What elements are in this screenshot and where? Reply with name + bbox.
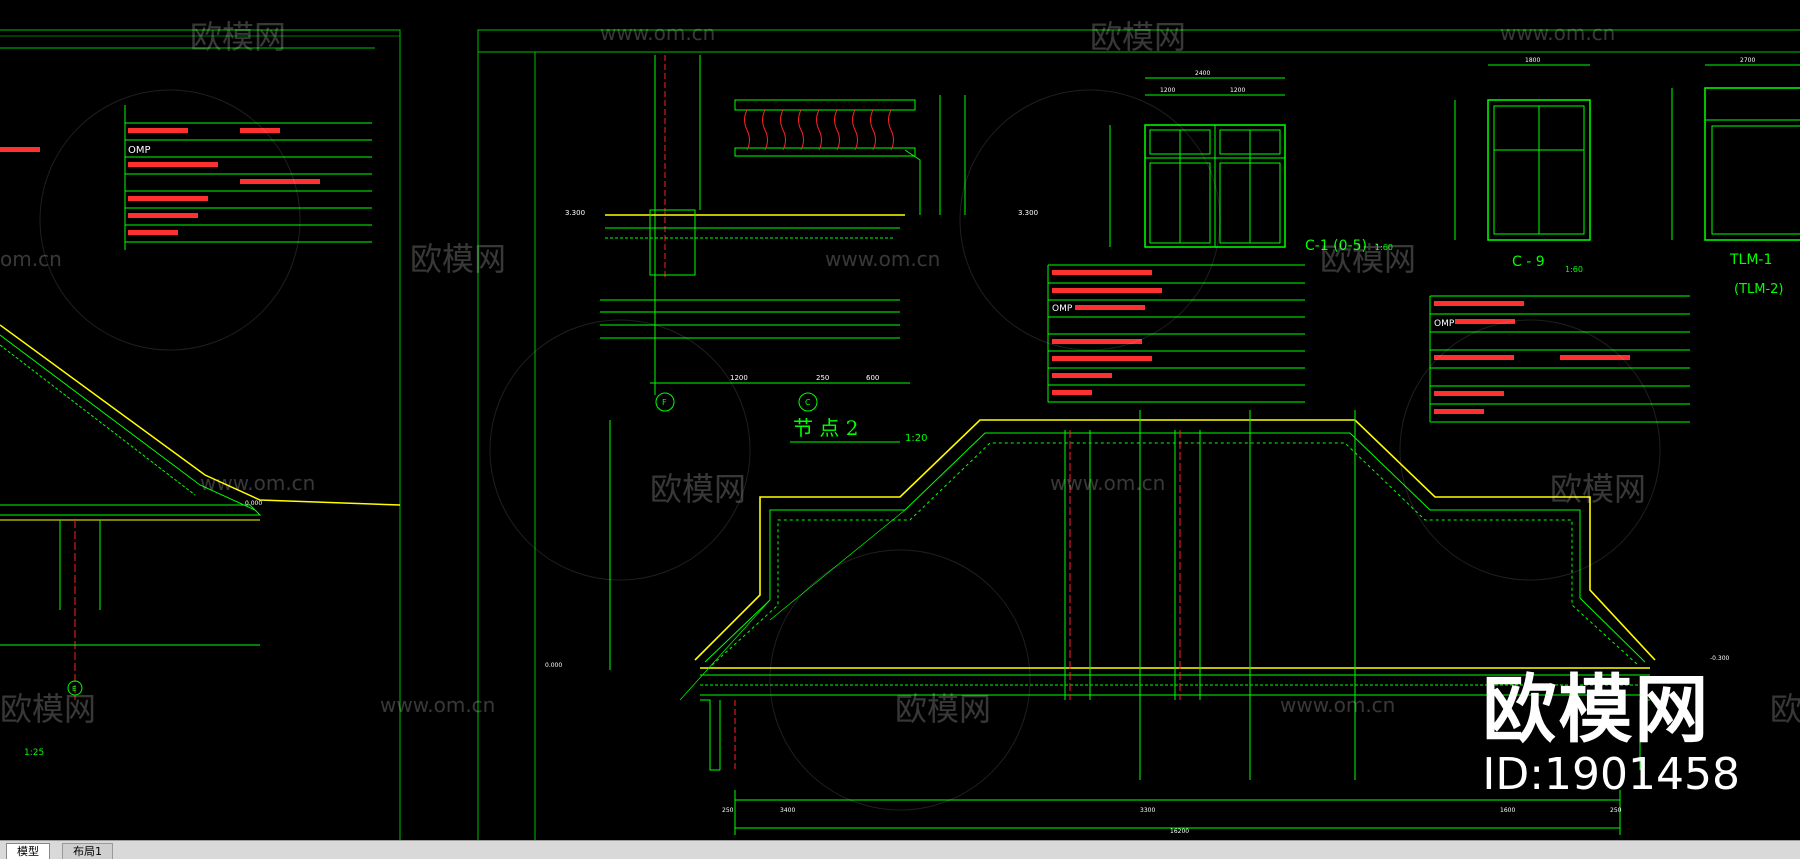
elev-4: -0.300 xyxy=(1710,655,1730,662)
svg-text:欧模网: 欧模网 xyxy=(410,240,506,278)
layout-tab-bar: 模型 布局1 xyxy=(0,840,1800,859)
window-c9-title: C - 9 xyxy=(1512,254,1545,270)
cad-drawing-canvas[interactable]: OMP 1:25 E xyxy=(0,0,1800,840)
dim-b3: 3300 xyxy=(1140,807,1155,814)
dim-b2: 3400 xyxy=(780,807,795,814)
omp-label-left: OMP xyxy=(128,145,151,156)
sheet-frames xyxy=(0,29,1800,840)
right-note-text xyxy=(1434,301,1630,414)
svg-text:www.om.cn: www.om.cn xyxy=(1050,471,1165,495)
balcony-detail xyxy=(600,55,966,412)
dim-b4: 1600 xyxy=(1500,807,1515,814)
dim-b1: 250 xyxy=(722,807,734,814)
window-tlm-title: TLM-1 xyxy=(1729,252,1772,268)
svg-text:欧模网: 欧模网 xyxy=(1770,690,1800,728)
roof-section xyxy=(609,410,1656,835)
win-dim-4: 2700 xyxy=(1740,57,1755,64)
dim-top-3: 600 xyxy=(866,374,879,382)
svg-text:www.om.cn: www.om.cn xyxy=(380,693,495,717)
elev-1: 3.300 xyxy=(565,209,585,217)
window-c1 xyxy=(1109,77,1286,248)
svg-text:欧模网: 欧模网 xyxy=(190,18,286,56)
detail-title: 节 点 2 xyxy=(793,416,858,440)
window-tlm-sub: (TLM-2) xyxy=(1734,282,1784,297)
window-c1-scale: 1:60 xyxy=(1375,243,1393,252)
window-c9-scale: 1:60 xyxy=(1565,265,1583,274)
omp-label-right: OMP xyxy=(1434,319,1455,329)
dim-b5: 250 xyxy=(1610,807,1622,814)
brand-name: 欧模网 xyxy=(1482,667,1711,753)
right-note-table xyxy=(1429,295,1690,423)
brand-id: ID:1901458 xyxy=(1482,749,1740,800)
win-dim-3: 1200 xyxy=(1230,87,1245,94)
svg-text:欧模网: 欧模网 xyxy=(650,470,746,508)
svg-text:欧模网: 欧模网 xyxy=(1320,240,1416,278)
detail-scale: 1:20 xyxy=(905,433,927,444)
tab-model[interactable]: 模型 xyxy=(6,843,50,859)
svg-text:欧模网: 欧模网 xyxy=(895,690,991,728)
svg-text:www.om.cn: www.om.cn xyxy=(825,247,940,271)
svg-text:www.om.cn: www.om.cn xyxy=(200,471,315,495)
omp-label-middle: OMP xyxy=(1052,304,1073,314)
svg-text:www.om.cn: www.om.cn xyxy=(600,21,715,45)
middle-note-table xyxy=(1047,264,1305,403)
svg-text:www.om.cn: www.om.cn xyxy=(1280,693,1395,717)
win-dim-0: 1800 xyxy=(1525,57,1540,64)
svg-text:欧模网: 欧模网 xyxy=(0,690,96,728)
brand-watermark: 欧模网 ID:1901458 xyxy=(1482,670,1740,800)
left-roof-section xyxy=(0,324,401,700)
dim-top-2: 250 xyxy=(816,374,829,382)
elev-2: 3.300 xyxy=(1018,209,1038,217)
svg-text:欧模网: 欧模网 xyxy=(1090,18,1186,56)
window-c1-title: C-1 (0-5) xyxy=(1305,238,1367,254)
left-note-table xyxy=(124,105,372,250)
axis-f: F xyxy=(662,398,667,407)
middle-note-text xyxy=(1052,270,1162,395)
axis-c: C xyxy=(805,398,811,407)
dim-b6: 16200 xyxy=(1170,828,1189,835)
elev-3: 0.000 xyxy=(545,662,562,669)
svg-text:om.cn: om.cn xyxy=(0,247,62,271)
elev-5: 0.000 xyxy=(245,500,262,507)
axis-e-left: E xyxy=(72,685,76,693)
dim-top-1: 1200 xyxy=(730,374,748,382)
window-c9 xyxy=(1454,64,1591,241)
win-dim-2: 1200 xyxy=(1160,87,1175,94)
watermarks: 欧模网 欧模网 欧模网 欧模网 欧模网 欧模网 欧模网 欧模网 欧模网 www.… xyxy=(0,18,1800,811)
win-dim-1: 2400 xyxy=(1195,70,1210,77)
left-note-text xyxy=(0,128,320,235)
svg-text:欧模网: 欧模网 xyxy=(1550,470,1646,508)
svg-text:www.om.cn: www.om.cn xyxy=(1500,21,1615,45)
left-scale: 1:25 xyxy=(24,748,44,758)
tab-layout1[interactable]: 布局1 xyxy=(62,843,113,859)
window-tlm xyxy=(1671,64,1800,241)
